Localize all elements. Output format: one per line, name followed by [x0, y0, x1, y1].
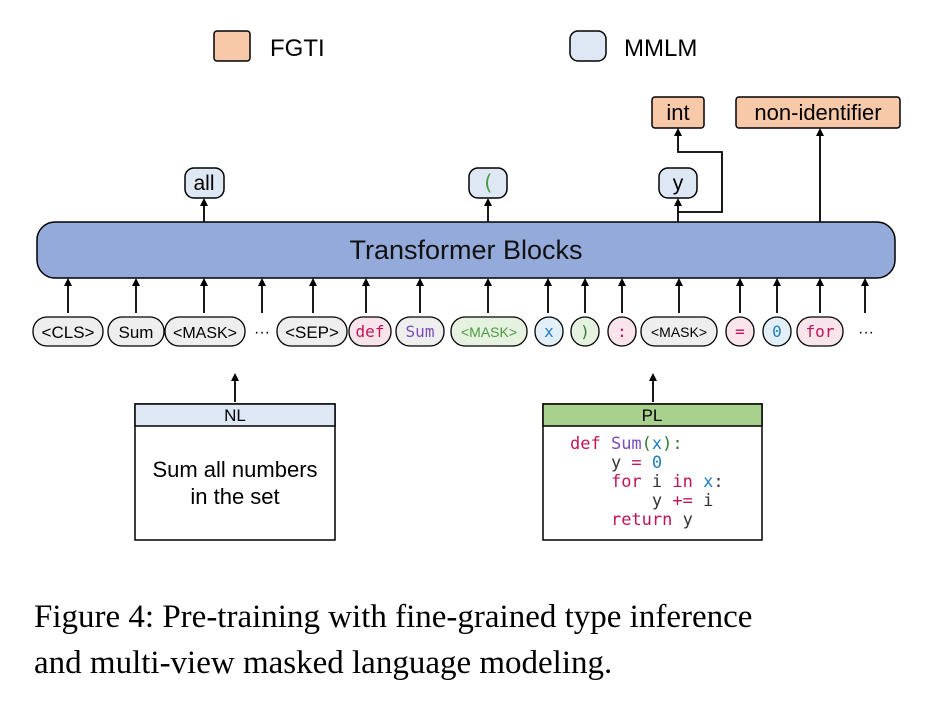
caption-line-2: and multi-view masked language modeling. [34, 645, 612, 681]
token-mask-nl [164, 316, 246, 347]
fgti-outputs: int non-identifier [651, 96, 901, 129]
token-colon [607, 316, 637, 347]
token-cls-label: <CLS> [42, 323, 95, 342]
token-sep-label: <SEP> [285, 323, 339, 342]
token-rparen [570, 316, 600, 347]
legend: FGTI MMLM [213, 30, 697, 62]
code-line: y = 0 [570, 453, 662, 473]
output-int-label: int [666, 100, 689, 125]
token-for-label: for [806, 322, 835, 341]
token-colon-label: : [617, 322, 627, 341]
nl-box-header-label: NL [224, 406, 246, 425]
arrow-to-int [674, 128, 723, 213]
token-def [348, 316, 392, 347]
token-x [534, 316, 564, 347]
transformer-blocks: Transformer Blocks [36, 221, 896, 279]
output-all-label: all [193, 172, 214, 195]
token-ellipsis-2: ··· [858, 324, 874, 341]
token-mask-y-label: <MASK> [651, 324, 707, 340]
transformer-block [36, 221, 896, 279]
token-for [796, 316, 844, 347]
token-sep [276, 316, 348, 347]
pl-box-header-label: PL [642, 406, 663, 425]
code-line: def Sum(x): [570, 434, 683, 454]
input-arrows [64, 278, 869, 313]
code-line: for i in x: [570, 472, 724, 492]
output-non-identifier-label: non-identifier [754, 100, 881, 125]
token-mask-nl-label: <MASK> [173, 325, 237, 342]
token-eq-label: = [735, 322, 745, 341]
figure-caption: Figure 4: Pre-training with fine-grained… [34, 599, 752, 681]
source-arrows [231, 373, 657, 402]
token-mask-paren [450, 316, 528, 347]
token-rparen-label: ) [580, 322, 590, 341]
nl-box-header [134, 403, 336, 427]
token-row: <CLS> Sum <MASK> ··· <SEP> def Sum <MASK… [32, 316, 874, 347]
nl-box-line-2: in the set [190, 484, 279, 509]
pl-input-box: PL def Sum(x): y = 0 for i in x: y += i … [542, 403, 763, 541]
caption-line-1: Figure 4: Pre-training with fine-grained… [34, 599, 752, 635]
token-sum-pl-label: Sum [406, 322, 435, 341]
token-mask-y [640, 316, 718, 347]
token-def-label: def [356, 322, 385, 341]
token-eq [725, 316, 755, 347]
pl-code-snippet: def Sum(x): y = 0 for i in x: y += i ret… [570, 434, 724, 530]
token-cls [32, 316, 104, 347]
token-x-label: x [544, 322, 554, 341]
output-y-label: y [673, 172, 684, 195]
legend-mmlm-label: MMLM [624, 35, 697, 62]
token-sum-pl [395, 316, 445, 347]
legend-fgti-label: FGTI [270, 35, 325, 62]
mmlm-outputs: all ( y [184, 167, 698, 199]
transformer-label: Transformer Blocks [349, 235, 582, 265]
token-ellipsis-1: ··· [254, 324, 270, 341]
nl-box-line-1: Sum all numbers [152, 457, 317, 482]
token-zero-label: 0 [772, 322, 782, 341]
pl-box-header [542, 403, 763, 427]
token-sum-nl-label: Sum [119, 323, 154, 342]
token-sum-nl [107, 316, 165, 347]
legend-mmlm-swatch [569, 30, 607, 62]
output-paren-label: ( [482, 171, 495, 195]
code-line: return y [570, 510, 693, 530]
legend-fgti-swatch [213, 30, 251, 62]
token-mask-paren-label: <MASK> [461, 324, 517, 340]
nl-input-box: NL Sum all numbers in the set [134, 403, 336, 541]
token-zero [762, 316, 792, 347]
output-arrows [200, 128, 824, 222]
code-line: y += i [570, 491, 713, 511]
